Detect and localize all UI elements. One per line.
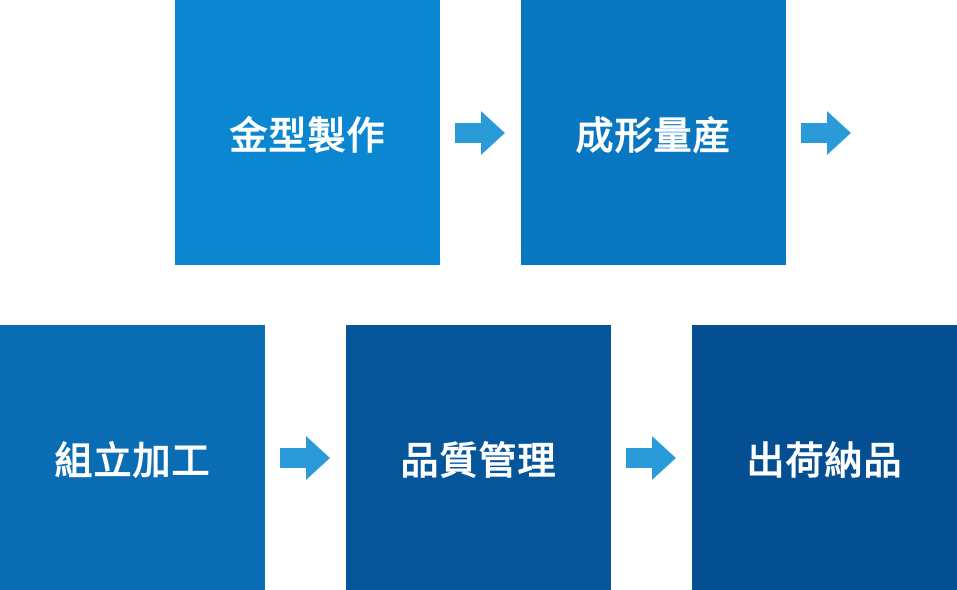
step-label: 成形量産 xyxy=(575,114,732,158)
step-label: 品質管理 xyxy=(400,439,557,483)
step-mold-making: 金型製作 xyxy=(175,0,440,265)
arrow-right-icon xyxy=(801,111,851,155)
step-assembly: 組立加工 xyxy=(0,325,265,590)
arrow-right-icon xyxy=(280,436,330,480)
step-label: 組立加工 xyxy=(54,439,211,483)
step-label: 金型製作 xyxy=(229,114,386,158)
step-mass-production: 成形量産 xyxy=(521,0,786,265)
step-shipping-delivery: 出荷納品 xyxy=(692,325,957,590)
arrow-right-icon xyxy=(626,436,676,480)
step-label: 出荷納品 xyxy=(746,439,903,483)
arrow-right-icon xyxy=(455,111,505,155)
step-quality-control: 品質管理 xyxy=(346,325,611,590)
